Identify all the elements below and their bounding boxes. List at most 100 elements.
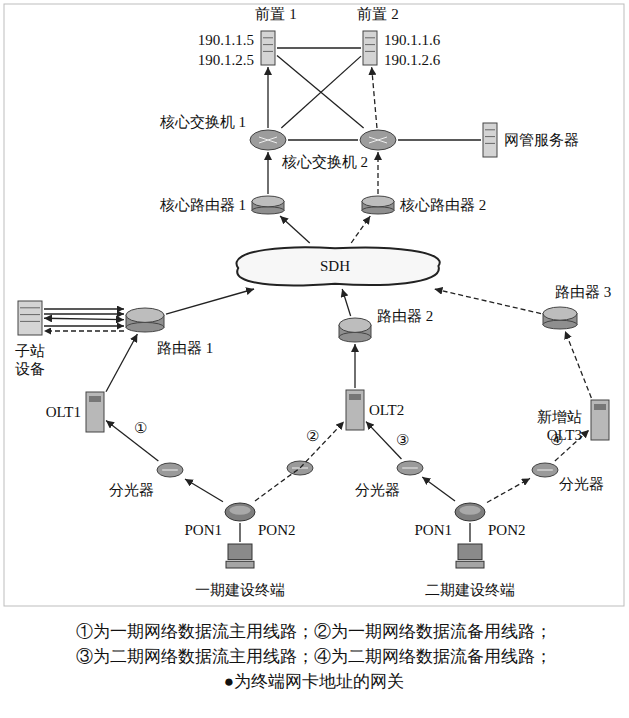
node-label: 路由器 3	[555, 283, 611, 301]
olt-device: OLT1	[86, 392, 104, 432]
callout-number: ④	[550, 431, 563, 449]
node-label: 核心路由器 1	[160, 196, 246, 214]
network-link	[288, 139, 358, 140]
network-link	[372, 67, 377, 128]
router-icon	[362, 196, 394, 214]
frame	[4, 4, 624, 606]
router: 路由器 2	[339, 318, 371, 342]
node-label: PON1	[414, 521, 452, 539]
node-label: SDH	[320, 257, 350, 275]
splitter-icon	[287, 461, 313, 475]
node-label: PON2	[258, 521, 296, 539]
substation-device: 子站 设备	[18, 301, 42, 335]
callout-number: ③	[396, 431, 409, 449]
network-link	[185, 479, 223, 502]
network-link	[267, 67, 268, 128]
node-label: 二期建设终端	[425, 581, 515, 599]
front-end-server: 前置 2190.1.1.6190.1.2.6	[363, 31, 377, 65]
network-link	[255, 422, 344, 501]
terminal-group: 二期建设终端	[456, 544, 484, 568]
router-icon	[126, 308, 164, 332]
switch-icon	[250, 130, 286, 150]
note-text: ①为一期网络数据流主用线路；②为一期网络数据流备用线路；	[76, 622, 552, 642]
network-link	[565, 331, 591, 398]
network-link	[277, 47, 361, 48]
network-link	[398, 139, 481, 140]
node-label: PON1	[184, 521, 222, 539]
core-router: 核心路由器 1	[252, 196, 284, 214]
network-link	[422, 477, 455, 501]
splitter-icon	[397, 461, 423, 475]
router: 路由器 3	[543, 307, 577, 329]
network-link	[351, 216, 370, 243]
node-label: 核心路由器 2	[400, 196, 486, 214]
splitter-icon	[157, 463, 183, 477]
olt-icon	[86, 392, 104, 432]
pon-terminal: PON1PON2	[455, 503, 485, 521]
node-label: 路由器 1	[157, 339, 213, 357]
router: 路由器 1	[126, 308, 164, 332]
node-label: 一期建设终端	[195, 581, 285, 599]
node-label: 核心交换机 2	[282, 153, 368, 171]
node-label: 核心交换机 1	[160, 113, 246, 131]
substation-links	[44, 309, 124, 331]
network-link	[239, 523, 240, 542]
olt-icon	[591, 400, 609, 440]
node-label: 网管服务器	[504, 131, 579, 149]
olt-icon	[346, 390, 364, 430]
node-label: 路由器 2	[377, 307, 433, 325]
server-icon	[363, 31, 377, 65]
network-link	[44, 318, 124, 319]
note-text: ●为终端网卡地址的网关	[224, 672, 404, 692]
node-label: PON2	[488, 521, 526, 539]
server-icon	[483, 123, 497, 157]
station-icon	[18, 301, 42, 335]
node-label: 190.1.1.6	[384, 31, 440, 49]
node-label: 分光器	[109, 481, 154, 499]
node-label: OLT1	[46, 403, 81, 421]
network-link	[354, 344, 355, 388]
note-text: ③为二期网络数据流主用线路；④为二期网络数据流备用线路；	[76, 647, 552, 667]
terminal-icon	[226, 544, 254, 568]
network-link	[377, 152, 378, 194]
callout-number: ②	[306, 427, 319, 445]
node-label: 分光器	[559, 475, 604, 493]
router-icon	[543, 307, 577, 329]
hub-icon	[455, 503, 485, 521]
router-icon	[339, 318, 371, 342]
network-link	[469, 523, 470, 542]
router-icon	[252, 196, 284, 214]
optical-splitter: 分光器	[532, 463, 558, 477]
node-label: 分光器	[355, 481, 400, 499]
node-label: 190.1.2.5	[198, 51, 254, 69]
olt-device: 新增站 OLT3	[591, 400, 609, 440]
network-link	[166, 289, 254, 314]
olt-device: OLT2	[346, 390, 364, 430]
network-link	[342, 289, 350, 316]
nms-server: 网管服务器	[483, 123, 497, 157]
front-end-server: 前置 1190.1.1.5190.1.2.5	[261, 31, 275, 65]
splitter-icon	[532, 463, 558, 477]
core-router: 核心路由器 2	[362, 196, 394, 214]
node-label: 前置 1	[255, 5, 296, 23]
node-label: OLT2	[369, 401, 404, 419]
network-link	[267, 152, 268, 194]
terminal-icon	[456, 544, 484, 568]
network-link	[487, 478, 530, 502]
core-switch: 核心交换机 1	[250, 130, 286, 150]
hub-icon	[225, 503, 255, 521]
sdh-cloud: SDH	[225, 245, 445, 287]
pon-terminal: PON1PON2	[225, 503, 255, 521]
core-switch: 核心交换机 2	[360, 130, 396, 150]
network-link	[435, 289, 541, 314]
network-link	[106, 334, 137, 392]
network-link	[280, 216, 310, 243]
node-label: 190.1.1.5	[198, 31, 254, 49]
callout-number: ①	[134, 419, 147, 437]
server-icon	[261, 31, 275, 65]
optical-splitter: 分光器	[397, 461, 423, 475]
network-link	[106, 421, 158, 461]
terminal-group: 一期建设终端	[226, 544, 254, 568]
